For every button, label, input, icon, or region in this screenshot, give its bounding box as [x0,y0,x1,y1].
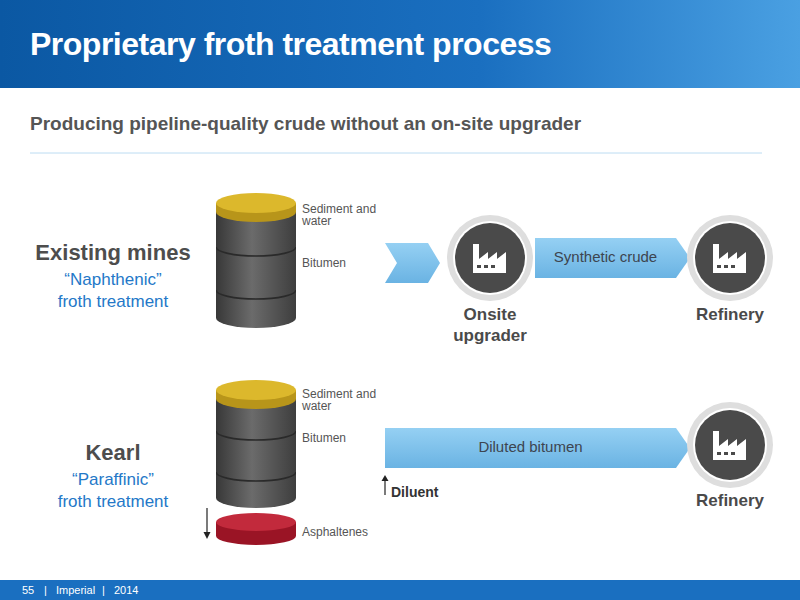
edge-label: Synthetic crude [535,248,676,266]
oil-barrel: Sediment and waterBitumen [216,193,296,328]
row-heading: Existing mines [28,239,198,267]
diluent-arrow [384,479,385,495]
arrow-head [204,532,211,539]
upgrader-circle: Onsite upgrader [446,214,534,302]
header-band [0,0,800,88]
asphaltene-disc [216,513,296,545]
node-text: Sediment and water [302,388,392,412]
footer-year: 2014 [114,583,154,597]
barrel-shape [216,193,296,328]
input-label: Diluent [391,484,471,500]
oil-barrel: Sediment and waterBitumen [216,380,296,508]
node-text: Sediment and water [302,203,392,227]
refinery-circle: Refinery [686,214,774,302]
subtitle: Producing pipeline-quality crude without… [30,112,770,136]
node-text: Bitumen [302,257,392,269]
asphaltene-disc: Asphaltenes [216,513,296,545]
edge-label: Diluted bitumen [385,438,676,456]
company-name: Imperial [56,583,106,597]
node-text: Asphaltenes [302,526,402,538]
process-name: “Naphthenic” froth treatment [53,269,173,313]
divider-line [30,153,762,154]
flow-arrow [535,238,690,278]
barrel-shape [216,380,296,508]
node-caption: Refinery [670,304,790,325]
flow-connector [204,508,211,539]
factory-icon [446,214,534,302]
footer-separator: | [44,583,54,597]
node-text: Bitumen [302,432,392,444]
footer-band [0,580,800,600]
slide-title: Proprietary froth treatment process [30,25,551,63]
diluent-arrow-head [382,475,389,481]
flow-arrow [385,243,440,283]
node-caption: Refinery [670,490,790,511]
flow-arrow [385,428,690,468]
factory-icon [686,214,774,302]
connector-line [206,508,207,533]
refinery-circle: Refinery [686,401,774,489]
footer-separator: | [102,583,112,597]
factory-icon [686,401,774,489]
page-number: 55 [22,583,42,597]
row-heading: Kearl [28,439,198,467]
node-caption: Onsite upgrader [440,304,540,346]
process-name: “Paraffinic” froth treatment [53,469,173,513]
